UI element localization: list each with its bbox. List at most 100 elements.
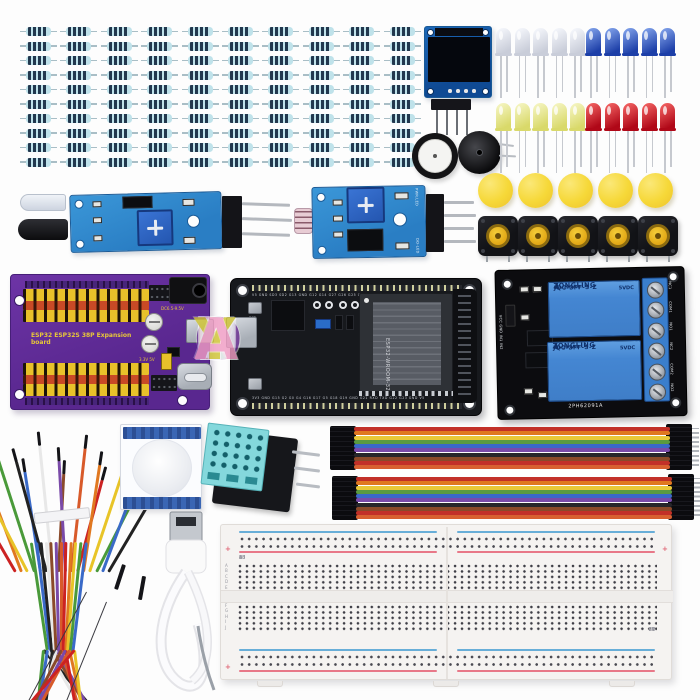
oled-display-module [424,26,492,98]
resistor-lead-icon [130,30,138,33]
resistor-body-icon [389,99,415,109]
resistor-body-icon [66,41,92,51]
resistor-icon [383,99,421,109]
resistor-lead-icon [20,74,27,76]
resistor-body-icon [106,85,132,94]
resistor-body-icon [308,70,334,80]
pad-hole-icon [316,192,326,202]
resistor-lead-icon [262,88,270,91]
ir-sensor-pcb [69,191,223,253]
resistor-icon [262,41,300,51]
resistor-body-icon [66,128,92,138]
dupont-ribbon-cable-2 [332,474,700,522]
resistor-icon [222,27,259,36]
relay-part-number: 2PH62091A [568,402,604,410]
lm393-ic [347,228,384,252]
led-red [640,103,658,175]
resistor-icon [222,41,259,51]
resistor-lead-icon [302,161,310,163]
resistor-icon [20,41,57,51]
led-leg-icon [627,56,629,98]
led-leg-icon [543,131,545,167]
terminal-screw-icon [647,301,665,320]
resistor-icon [100,70,138,80]
resistor-lead-icon [413,45,421,47]
resistor-lead-icon [60,117,68,120]
smd-component-icon [92,217,103,224]
resistor-icon [222,143,259,152]
terminal-screw-icon [647,322,665,340]
resistor-body-icon [228,157,253,167]
resistor-icon [222,128,259,138]
resistor-icon [343,143,381,152]
resistor-lead-icon [413,88,421,91]
column-number: 60 [239,555,246,561]
terminal-strip [23,384,149,396]
row-letter: I [225,619,227,625]
led-bulb-icon [604,103,620,129]
resistor-icon [141,27,179,36]
usb-uart-chip [271,300,305,331]
button-corner-icon [591,219,595,223]
button-corner-icon [481,249,485,253]
resistor-icon [181,128,219,138]
board-seam [446,527,448,679]
resistor-lead-icon [90,103,98,105]
smd-component-icon [332,215,343,222]
resistor-lead-icon [181,59,189,62]
resistor-lead-icon [50,103,57,105]
pad-ring-icon [339,301,347,309]
resistor-icon [141,41,179,51]
resistor-icon [222,56,259,65]
button-corner-icon [521,249,525,253]
led-bulb-icon [604,28,620,54]
led-flange-icon [585,128,602,131]
board-tab [433,681,459,687]
plus-mark: + [662,545,668,553]
led-flange-icon [513,53,531,56]
resistor-body-icon [349,85,375,94]
single-pin-icon [114,564,126,590]
resistor-lead-icon [90,59,98,62]
resistor-lead-icon [252,45,259,47]
resistor-icon [302,114,340,123]
ribbon-wire-icon [356,515,672,520]
resistor-lead-icon [100,45,108,47]
jumper-wire-bundle [0,424,171,700]
esp32-expansion-board: DC6.5-9.5V 3.3V 5V ESP32 ESP32S 38P Expa… [10,274,214,410]
resistor-lead-icon [130,161,138,163]
rail-line-blue [239,649,437,651]
resistor-icon [141,56,179,65]
resistor-lead-icon [343,74,351,76]
rst-button [248,302,262,314]
led-bulb-icon [533,103,548,129]
resistor-body-icon [66,143,92,152]
relay-2: TONGLING 5VDC 10A 250VAC 15A 125VAC 10A … [546,339,643,402]
smd-component-icon [394,192,409,200]
terminal-strip [23,289,149,301]
castellated-pads [359,391,453,396]
resistor-lead-icon [20,88,27,91]
voltage-jumper [161,353,172,370]
led-leg-icon [555,56,558,98]
pir-pcb-edge [123,497,201,509]
resistor-lead-icon [252,146,259,149]
smd-component-icon [92,201,102,208]
resistor-icon [302,70,340,80]
resistor-icon [262,99,300,109]
resistor-icon [60,70,98,80]
resistor-lead-icon [373,74,381,76]
terminal-strip [23,301,149,310]
resistor-lead-icon [262,74,270,76]
led-bulb-icon [570,28,585,54]
resistor-icon [60,85,98,94]
resistor-lead-icon [373,45,381,47]
resistor-body-icon [268,56,294,65]
resistor-lead-icon [50,88,57,91]
pwr-led-label: PWR.LED [414,188,419,207]
resistor-lead-icon [60,146,68,149]
resistor-icon [100,114,138,123]
resistor-lead-icon [90,146,98,149]
resistor-lead-icon [60,30,68,33]
